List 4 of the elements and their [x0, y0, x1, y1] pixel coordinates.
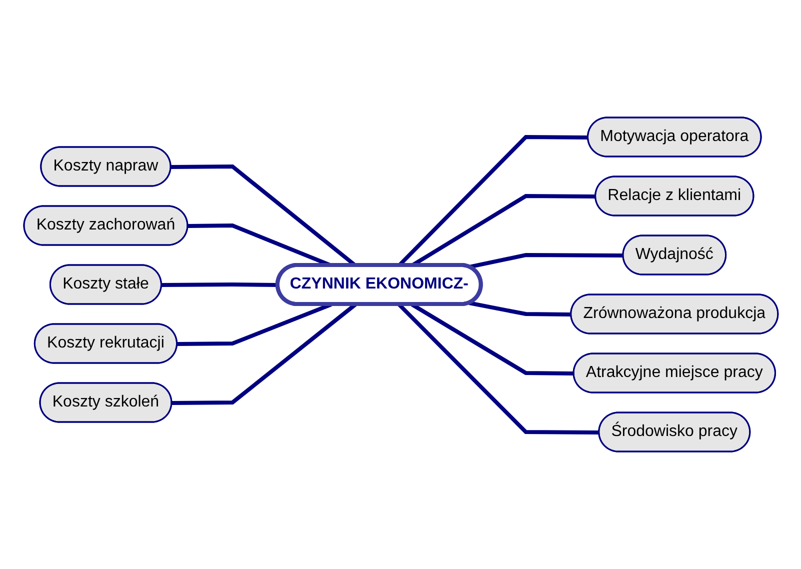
connector: [161, 282, 278, 287]
connector: [468, 253, 624, 269]
connector: [397, 303, 599, 434]
connector: [468, 301, 571, 316]
